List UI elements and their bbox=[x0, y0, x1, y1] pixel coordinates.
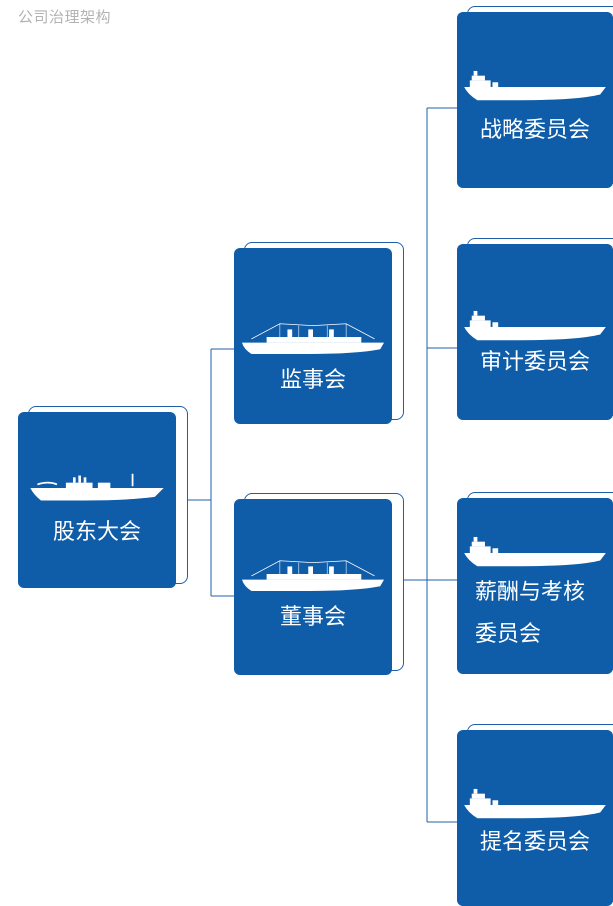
ocean-liner-icon bbox=[242, 555, 384, 593]
node-label: 战略委员会 bbox=[479, 118, 590, 143]
node-card: 股东大会 bbox=[18, 412, 176, 588]
node-label: 股东大会 bbox=[52, 520, 141, 545]
node-label: 监事会 bbox=[279, 368, 346, 393]
node-label: 董事会 bbox=[279, 605, 346, 630]
node-card: 薪酬与考核委员会 bbox=[457, 498, 613, 674]
tanker-icon bbox=[461, 788, 609, 822]
node-card: 监事会 bbox=[234, 248, 392, 424]
node-card: 战略委员会 bbox=[457, 12, 613, 188]
node-card: 审计委员会 bbox=[457, 244, 613, 420]
cargo-ship-icon bbox=[26, 472, 168, 504]
tanker-icon bbox=[461, 70, 609, 104]
node-card: 提名委员会 bbox=[457, 730, 613, 906]
ocean-liner-icon bbox=[242, 318, 384, 356]
tanker-icon bbox=[461, 536, 609, 570]
page-title: 公司治理架构 bbox=[18, 8, 112, 26]
node-label: 审计委员会 bbox=[479, 350, 590, 375]
node-card: 董事会 bbox=[234, 499, 392, 675]
tanker-icon bbox=[461, 310, 609, 344]
node-label: 薪酬与考核委员会 bbox=[475, 580, 586, 647]
node-label: 提名委员会 bbox=[479, 830, 590, 855]
